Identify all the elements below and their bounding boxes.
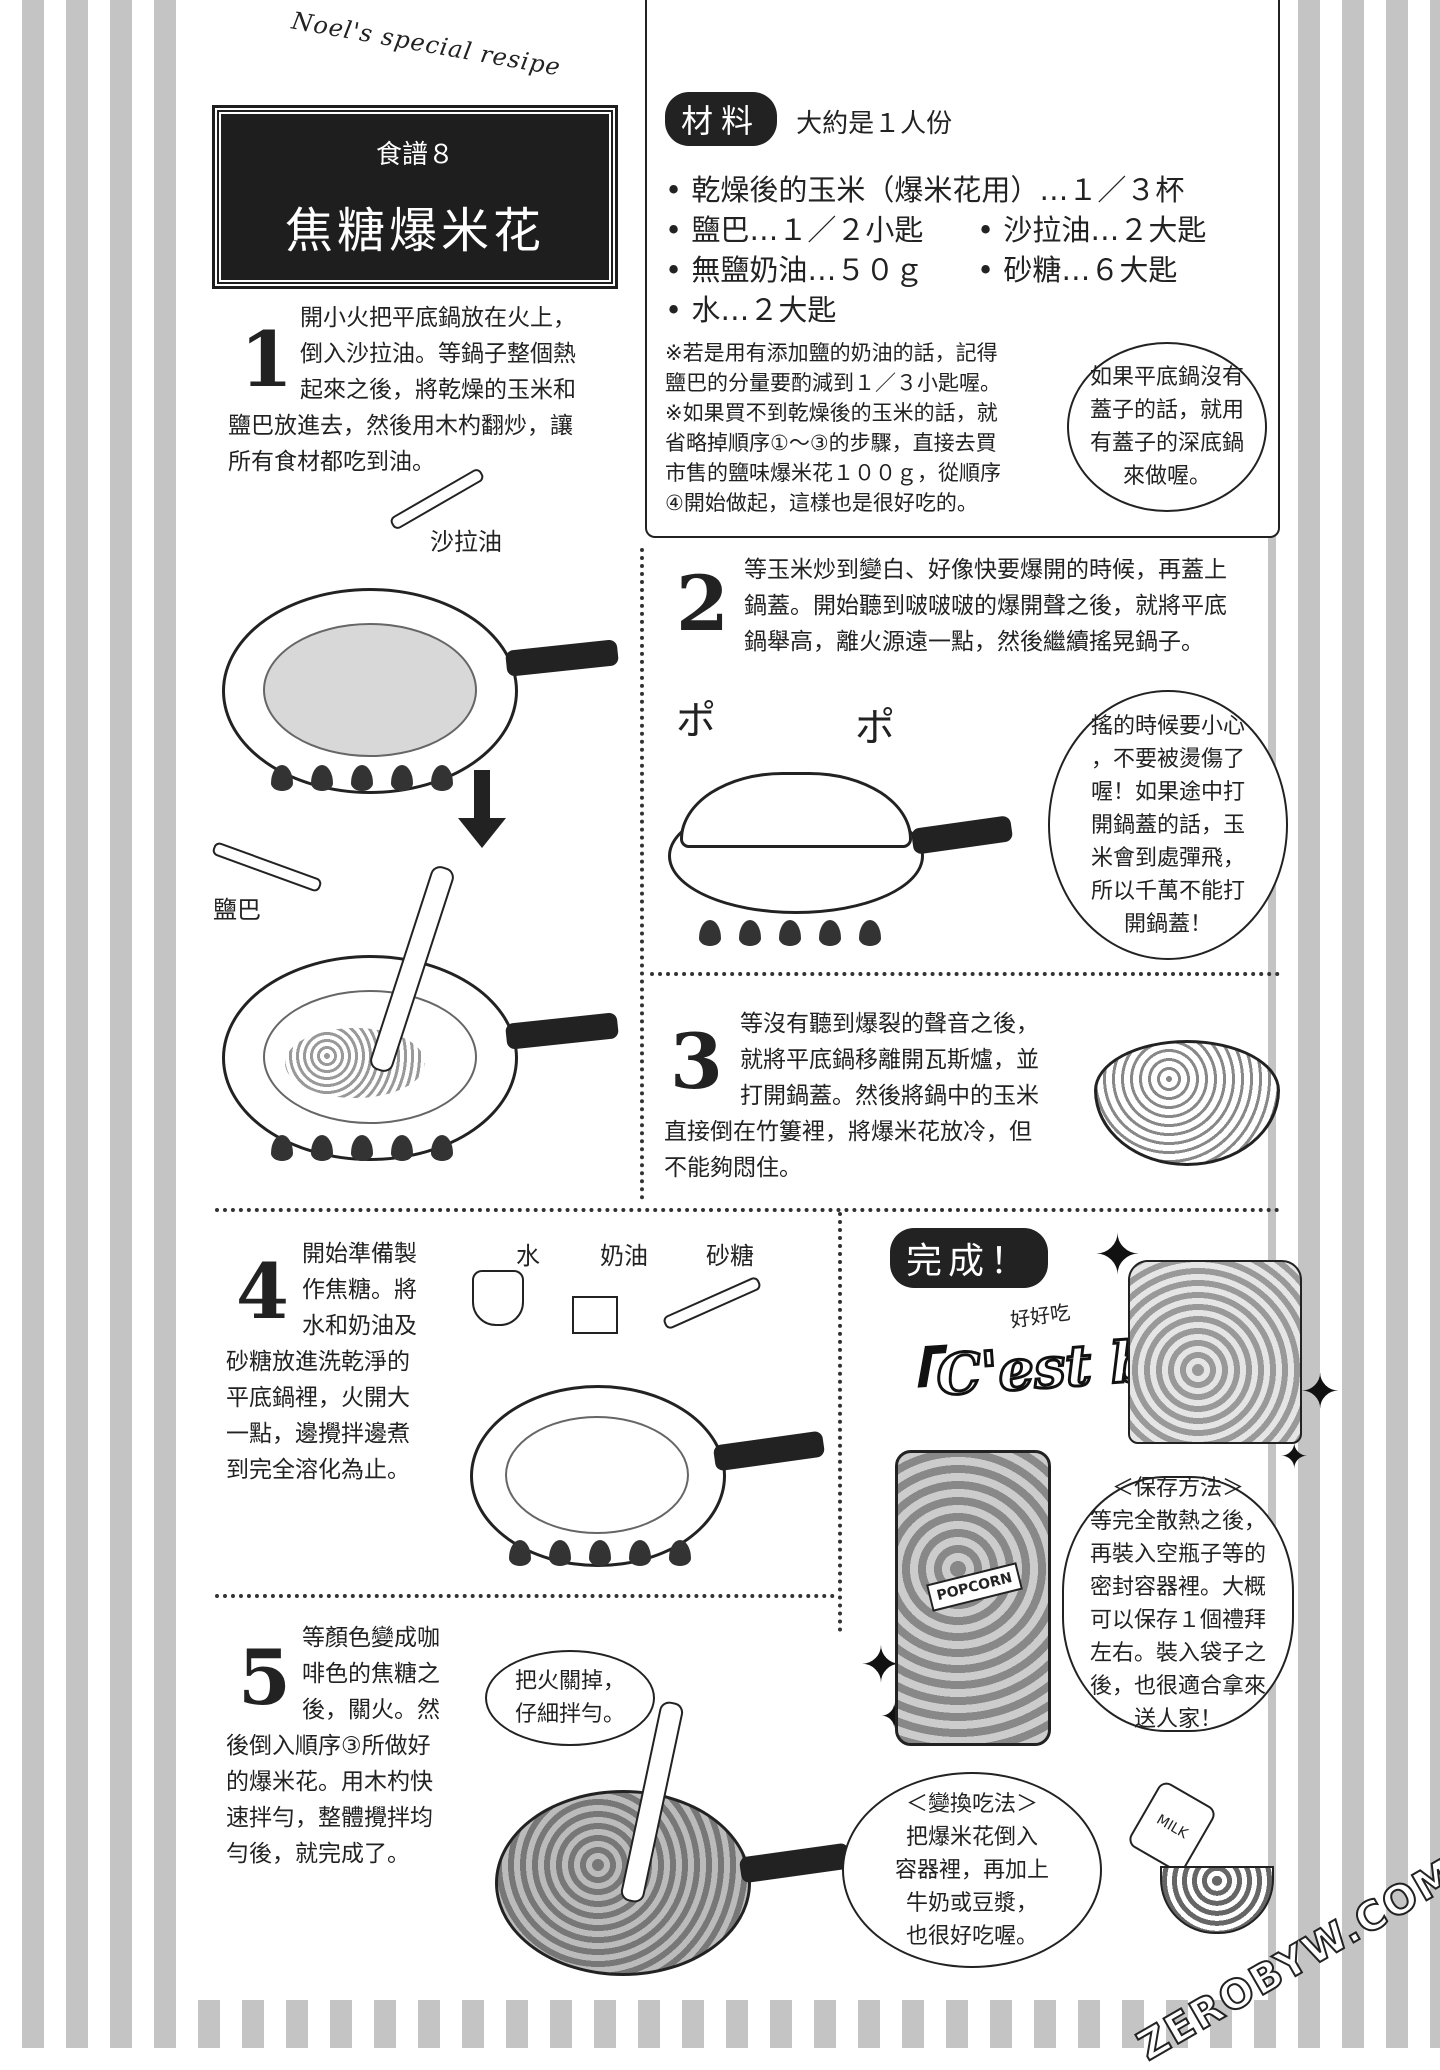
shake-warning-bubble: 搖的時候要小心 ，不要被燙傷了 喔！如果途中打 開鍋蓋的話，玉 米會到處彈飛， … xyxy=(1048,690,1288,960)
sparkle-icon: ✦ xyxy=(1280,1437,1309,1477)
variation-bubble: ＜變換吃法＞ 把爆米花倒入 容器裡，再加上 牛奶或豆漿， 也很好吃喔。 xyxy=(842,1772,1102,1968)
recipe-number: 食譜８ xyxy=(375,140,454,170)
butter-label: 奶油 xyxy=(600,1242,648,1270)
pan-step4 xyxy=(470,1385,726,1567)
water-label: 水 xyxy=(516,1242,540,1270)
step-1-text: 開小火把平底鍋放在火上， 倒入沙拉油。等鍋子整個熱 起來之後，將乾燥的玉米和 鹽… xyxy=(228,305,576,475)
ingredient-item: • 沙拉油…２大匙 xyxy=(977,213,1207,247)
gift-bag xyxy=(1128,1260,1302,1444)
step-2-number: 2 xyxy=(676,559,729,648)
step-5-text: 等顏色變成咖 啡色的焦糖之 後，關火。然 後倒入順序③所做好 的爆米花。用木杓快… xyxy=(226,1625,440,1867)
divider-row xyxy=(215,1208,1280,1212)
title-box: 食譜８ 焦糖爆米花 xyxy=(212,105,618,289)
servings: 大約是１人份 xyxy=(796,109,953,139)
pop-sound: ポ xyxy=(855,705,895,751)
popcorn-jar: POPCORN xyxy=(895,1450,1051,1746)
ingredient-item: • 無鹽奶油…５０ｇ xyxy=(665,253,924,287)
recipe-title: 焦糖爆米花 xyxy=(284,203,545,259)
pan-salt xyxy=(222,955,518,1161)
divider-vertical-lower xyxy=(838,1212,842,1632)
burner-flames-step4 xyxy=(500,1540,700,1570)
ingredient-item: • 乾燥後的玉米（爆米花用）…１／３杯 xyxy=(665,173,1185,207)
step-3-text: 等沒有聽到爆裂的聲音之後， 就將平底鍋移離開瓦斯爐，並 打開鍋蓋。然後將鍋中的玉… xyxy=(664,1011,1039,1181)
step-1-number: 1 xyxy=(240,315,293,404)
ingredient-item: • 鹽巴…１／２小匙 xyxy=(665,213,924,247)
finish-badge: 完成！ xyxy=(890,1228,1049,1288)
sugar-label: 砂糖 xyxy=(706,1242,754,1270)
ingredient-notes: ※若是用有添加鹽的奶油的話，記得 鹽巴的分量要酌減到１／３小匙喔。 ※如果買不到… xyxy=(665,341,1001,515)
pop-sound: ポ xyxy=(676,698,716,744)
burner-flames-salt xyxy=(262,1135,462,1165)
ingredient-item: • 砂糖…６大匙 xyxy=(977,253,1178,287)
butter-cube xyxy=(572,1296,618,1334)
sparkle-icon: ✦ xyxy=(1300,1364,1341,1420)
step-3-number: 3 xyxy=(670,1017,723,1106)
burner-flames-step2 xyxy=(690,920,890,950)
water-cup xyxy=(472,1270,524,1326)
down-arrow-icon xyxy=(474,770,490,820)
ingredients-box: 材料 大約是１人份 • 乾燥後的玉米（爆米花用）…１／３杯 • 鹽巴…１／２小匙… xyxy=(645,0,1280,538)
down-arrow-head-icon xyxy=(458,818,506,848)
oil-label: 沙拉油 xyxy=(430,528,502,556)
ingredient-item: • 水…２大匙 xyxy=(665,293,837,327)
step-4-text: 開始準備製 作焦糖。將 水和奶油及 砂糖放進洗乾淨的 平底鍋裡，火開大 一點，邊… xyxy=(226,1241,417,1483)
ingredients-badge: 材料 xyxy=(665,92,778,146)
step-4-number: 4 xyxy=(236,1247,289,1336)
pan-lid-tip-bubble: 如果平底鍋沒有 蓋子的話，就用 有蓋子的深底鍋 來做喔。 xyxy=(1067,342,1267,512)
pan-step1 xyxy=(222,588,518,794)
sparkle-icon: ✦ xyxy=(860,1636,902,1694)
step-5-number: 5 xyxy=(238,1633,291,1722)
step-2-text: 等玉米炒到變白、好像快要爆開的時候，再蓋上 鍋蓋。開始聽到啵啵啵的爆開聲之後，就… xyxy=(744,557,1227,655)
burner-flames-step1 xyxy=(262,765,462,795)
storage-bubble: ＜保存方法＞ 等完全散熱之後， 再裝入空瓶子等的 密封容器裡。大概 可以保存１個… xyxy=(1062,1476,1294,1732)
divider-step4-5 xyxy=(215,1594,835,1598)
divider-step2-3 xyxy=(650,972,1280,976)
turn-off-heat-bubble: 把火關掉， 仔細拌勻。 xyxy=(485,1650,655,1746)
popcorn-basket xyxy=(1094,1040,1280,1166)
salt-label: 鹽巴 xyxy=(213,896,261,924)
divider-vertical xyxy=(640,548,644,1200)
